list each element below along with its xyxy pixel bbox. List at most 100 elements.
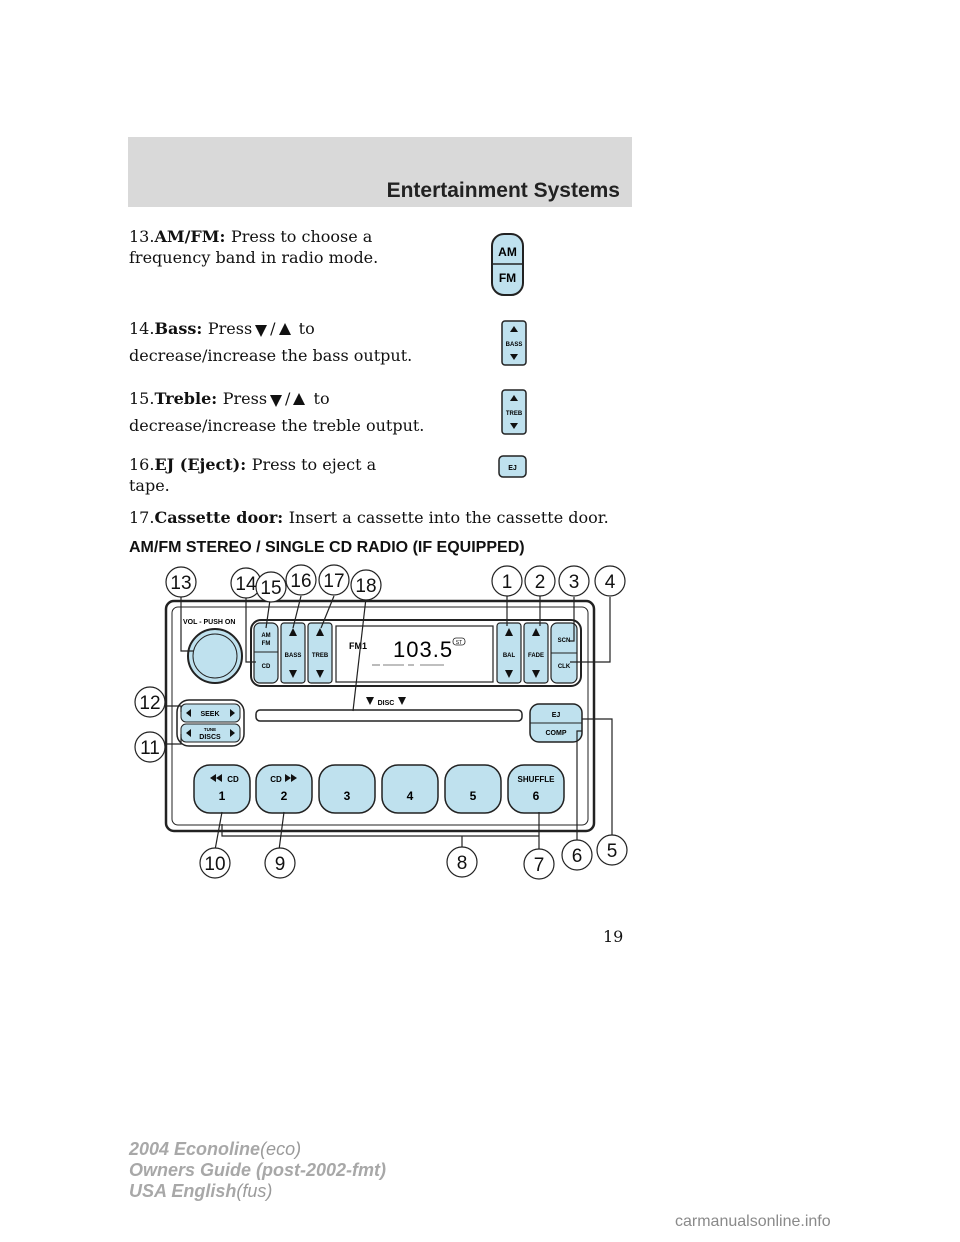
svg-text:3: 3	[569, 572, 580, 593]
svg-text:16: 16	[290, 571, 311, 592]
bal-label: BAL	[503, 653, 516, 659]
item-text: decrease/increase the bass output.	[129, 346, 413, 365]
eject-icon-label: EJ	[508, 465, 517, 472]
seek-button	[180, 703, 241, 723]
bass-label: BASS	[285, 653, 302, 659]
item-label: Bass:	[154, 319, 208, 338]
display-frequency: 103.5	[393, 637, 453, 662]
svg-text:4: 4	[605, 572, 616, 593]
bass-rocker	[280, 622, 306, 684]
preset-5-number: 5	[470, 789, 477, 803]
amfm-bottom-label: FM	[262, 641, 271, 647]
discs-label: DISCS	[199, 734, 221, 741]
footer-guide: Owners Guide (post-2002-fmt)	[129, 1160, 387, 1180]
cassette-slot	[255, 709, 523, 722]
down-triangle-icon	[270, 394, 283, 407]
svg-text:10: 10	[204, 854, 225, 875]
footer-language: USA English	[129, 1181, 237, 1201]
item-number: 15.	[129, 389, 155, 408]
eject-button-icon: EJ	[498, 455, 527, 478]
volume-knob	[187, 628, 243, 684]
preset-6-number: 6	[533, 789, 540, 803]
item-label: Treble:	[154, 389, 223, 408]
header-band: Entertainment Systems	[128, 137, 632, 207]
svg-text:11: 11	[140, 738, 160, 759]
preset-1-number: 1	[219, 789, 226, 803]
svg-text:6: 6	[572, 846, 583, 867]
item-amfm: 13.AM/FM: Press to choose a frequency ba…	[129, 226, 519, 268]
treble-button-icon: TREB	[501, 389, 527, 435]
item-label: Cassette door:	[154, 508, 289, 527]
page-number: 19	[603, 927, 624, 946]
item-number: 14.	[129, 319, 155, 338]
section-title: Entertainment Systems	[386, 179, 620, 202]
preset-3-number: 3	[344, 789, 351, 803]
treb-rocker	[307, 622, 333, 684]
item-treble: 15.Treble: Press / to decrease/increase t…	[129, 388, 519, 436]
svg-text:14: 14	[235, 574, 257, 595]
item-number: 16.	[129, 455, 155, 474]
item-text: Press to eject a	[251, 455, 377, 474]
item-text: /	[285, 389, 291, 408]
bass-button-icon: BASS	[501, 320, 527, 366]
fade-rocker	[523, 622, 549, 684]
svg-text:13: 13	[170, 573, 191, 594]
amfm-icon-am: AM	[498, 245, 517, 259]
footer-model-code: (eco)	[260, 1139, 302, 1159]
bass-icon-label: BASS	[506, 342, 523, 348]
item-number: 17.	[129, 508, 155, 527]
item-text: frequency band in radio mode.	[129, 248, 379, 267]
ej-label: EJ	[552, 712, 561, 719]
watermark: carmanualsonline.info	[675, 1213, 831, 1230]
item-text: to	[298, 319, 315, 338]
item-text: decrease/increase the treble output.	[129, 416, 425, 435]
down-triangle-icon	[255, 324, 268, 337]
item-label: EJ (Eject):	[154, 455, 252, 474]
disc-label: DISC	[378, 700, 395, 707]
footer-language-code: (fus)	[236, 1181, 273, 1201]
vol-label: VOL - PUSH ON	[183, 619, 235, 626]
item-text: /	[270, 319, 276, 338]
footer-model: 2004 Econoline	[129, 1139, 261, 1159]
amfm-icon-fm: FM	[499, 271, 516, 285]
up-triangle-icon	[293, 392, 306, 405]
item-bass: 14.Bass: Press/ to decrease/increase the…	[129, 318, 519, 366]
svg-text:9: 9	[275, 854, 286, 875]
fade-label: FADE	[528, 653, 544, 659]
item-label: AM/FM:	[154, 227, 231, 246]
comp-label: COMP	[546, 730, 567, 737]
tune-discs-button	[180, 723, 241, 743]
display-st: ST	[456, 640, 462, 646]
item-text: Press	[222, 389, 268, 408]
svg-text:18: 18	[355, 576, 376, 597]
seek-label: SEEK	[200, 711, 219, 718]
preset-6-top-label: SHUFFLE	[518, 775, 556, 784]
svg-text:1: 1	[502, 572, 513, 593]
callout-numbers: 13 14 15 16 17 18 1 2 3 4 5 6 7 8 9 10 1…	[139, 571, 617, 876]
leader-lines	[162, 595, 613, 851]
svg-text:5: 5	[607, 841, 618, 862]
clk-label: CLK	[558, 664, 571, 670]
preset-4-number: 4	[407, 789, 414, 803]
item-eject: 16.EJ (Eject): Press to eject a tape.	[129, 454, 519, 496]
amfm-button-icon: AM FM	[491, 233, 524, 296]
item-number: 13.	[129, 227, 155, 246]
svg-text:8: 8	[457, 853, 468, 874]
cd-label: CD	[262, 664, 271, 670]
item-text: tape.	[129, 476, 170, 495]
item-text: to	[313, 389, 330, 408]
tune-label: TUNE	[204, 727, 216, 732]
radio-heading: AM/FM STEREO / SINGLE CD RADIO (IF EQUIP…	[129, 539, 525, 556]
amfm-cd-button	[253, 622, 279, 684]
display-band: FM1	[349, 641, 367, 651]
preset-2-number: 2	[281, 789, 288, 803]
amfm-top-label: AM	[261, 633, 270, 639]
svg-text:12: 12	[139, 693, 160, 714]
footer: 2004 Econoline(eco) Owners Guide (post-2…	[129, 1139, 386, 1202]
svg-text:17: 17	[323, 571, 344, 592]
item-cassette-door: 17.Cassette door: Insert a cassette into…	[129, 507, 629, 528]
treble-icon-label: TREB	[506, 411, 523, 417]
treb-label: TREB	[312, 653, 329, 659]
callouts	[134, 564, 628, 880]
svg-text:15: 15	[260, 578, 281, 599]
